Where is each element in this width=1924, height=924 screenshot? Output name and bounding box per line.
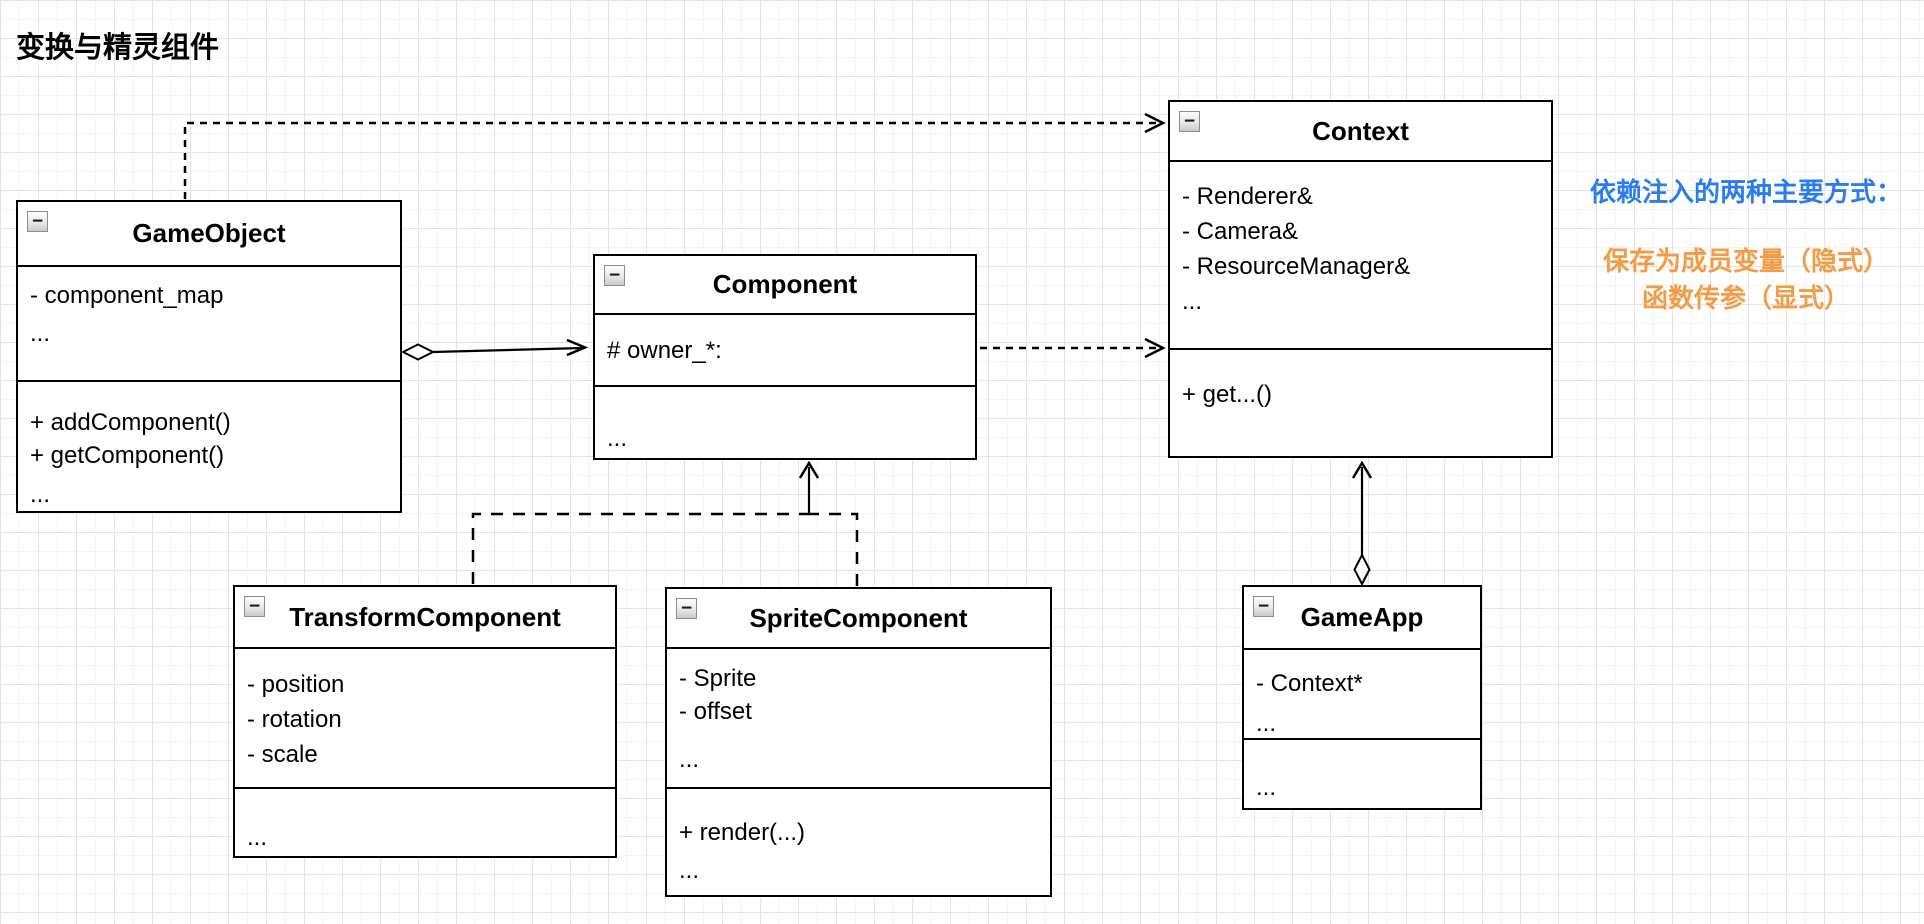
class-header: − SpriteComponent <box>667 589 1050 647</box>
edge-gameobject-to-component-aggregation[interactable] <box>400 338 589 361</box>
attribute-row: ... <box>679 746 700 773</box>
method-row: + getComponent() <box>30 442 225 469</box>
class-box-spritecomponent[interactable]: − SpriteComponent - Sprite - offset ... … <box>665 587 1052 897</box>
attribute-row: - component_map <box>30 282 224 309</box>
attribute-row: ... <box>1256 710 1277 737</box>
class-box-transformcomponent[interactable]: − TransformComponent - position - rotati… <box>233 585 617 858</box>
page-title: 变换与精灵组件 <box>16 32 220 64</box>
class-header: − GameApp <box>1244 587 1480 648</box>
attribute-row: - offset <box>679 698 752 725</box>
class-box-gameobject[interactable]: − GameObject - component_map ... + addCo… <box>16 200 402 513</box>
methods-section: + render(...) ... <box>667 787 1050 895</box>
edge-transformcomponent-to-component-realization[interactable] <box>471 460 820 584</box>
collapse-minus-icon[interactable]: − <box>1253 596 1274 617</box>
attribute-row: - scale <box>247 741 318 768</box>
collapse-minus-icon[interactable]: − <box>604 265 625 286</box>
class-box-gameapp[interactable]: − GameApp - Context* ... ... <box>1242 585 1482 810</box>
attribute-row: ... <box>30 320 51 347</box>
class-title: SpriteComponent <box>749 602 968 633</box>
methods-section: ... <box>235 787 615 856</box>
edge-gameobject-to-context-dependency[interactable] <box>183 112 1166 199</box>
method-row: ... <box>30 481 51 508</box>
class-title: TransformComponent <box>289 601 561 632</box>
edge-gameapp-to-context-aggregation[interactable] <box>1351 460 1373 587</box>
attributes-section: # owner_*: <box>595 313 975 385</box>
class-header: − GameObject <box>18 202 400 265</box>
attribute-row: ... <box>1182 288 1203 315</box>
methods-section: + get...() <box>1170 348 1551 456</box>
class-title: GameApp <box>1300 602 1424 632</box>
method-row: + get...() <box>1182 381 1273 408</box>
method-row: ... <box>247 824 268 851</box>
attribute-row: # owner_*: <box>607 337 722 364</box>
attribute-row: - Sprite <box>679 665 757 692</box>
method-row: ... <box>679 857 700 884</box>
attribute-row: - Context* <box>1256 670 1363 697</box>
attributes-section: - position - rotation - scale <box>235 647 615 787</box>
class-title: Context <box>1312 115 1409 146</box>
class-box-component[interactable]: − Component # owner_*: ... <box>593 254 977 460</box>
attributes-section: - Context* ... <box>1244 648 1480 738</box>
class-header: − TransformComponent <box>235 587 615 647</box>
methods-section: ... <box>1244 738 1480 808</box>
attribute-row: - Camera& <box>1182 218 1299 245</box>
collapse-minus-icon[interactable]: − <box>27 211 48 232</box>
attribute-row: - position <box>247 671 345 698</box>
methods-section: + addComponent() + getComponent() ... <box>18 380 400 511</box>
attribute-row: - ResourceManager& <box>1182 253 1411 280</box>
method-row: ... <box>1256 774 1277 801</box>
collapse-minus-icon[interactable]: − <box>244 596 265 617</box>
attributes-section: - Sprite - offset ... <box>667 647 1050 787</box>
attribute-row: - Renderer& <box>1182 183 1313 210</box>
collapse-minus-icon[interactable]: − <box>676 598 697 619</box>
edge-spritecomponent-to-component-realization[interactable] <box>809 512 859 586</box>
method-row: + render(...) <box>679 819 806 846</box>
note-orange-text: 保存为成员变量（隐式） 函数传参（显式） <box>1568 243 1924 317</box>
note-blue-heading: 依赖注入的两种主要方式： <box>1589 177 1902 207</box>
class-box-context[interactable]: − Context - Renderer& - Camera& - Resour… <box>1168 100 1553 458</box>
methods-section: ... <box>595 385 975 458</box>
class-title: Component <box>712 269 858 299</box>
method-row: ... <box>607 425 628 452</box>
attributes-section: - Renderer& - Camera& - ResourceManager&… <box>1170 160 1551 348</box>
method-row: + addComponent() <box>30 409 231 436</box>
note-orange-line2: 函数传参（显式） <box>1641 283 1850 313</box>
attribute-row: - rotation <box>247 706 342 733</box>
class-header: − Context <box>1170 102 1551 160</box>
edge-component-to-context-dependency[interactable] <box>980 337 1166 359</box>
class-header: − Component <box>595 256 975 313</box>
class-title: GameObject <box>132 218 286 248</box>
attributes-section: - component_map ... <box>18 265 400 380</box>
collapse-minus-icon[interactable]: − <box>1179 111 1200 132</box>
note-orange-line1: 保存为成员变量（隐式） <box>1602 246 1889 276</box>
